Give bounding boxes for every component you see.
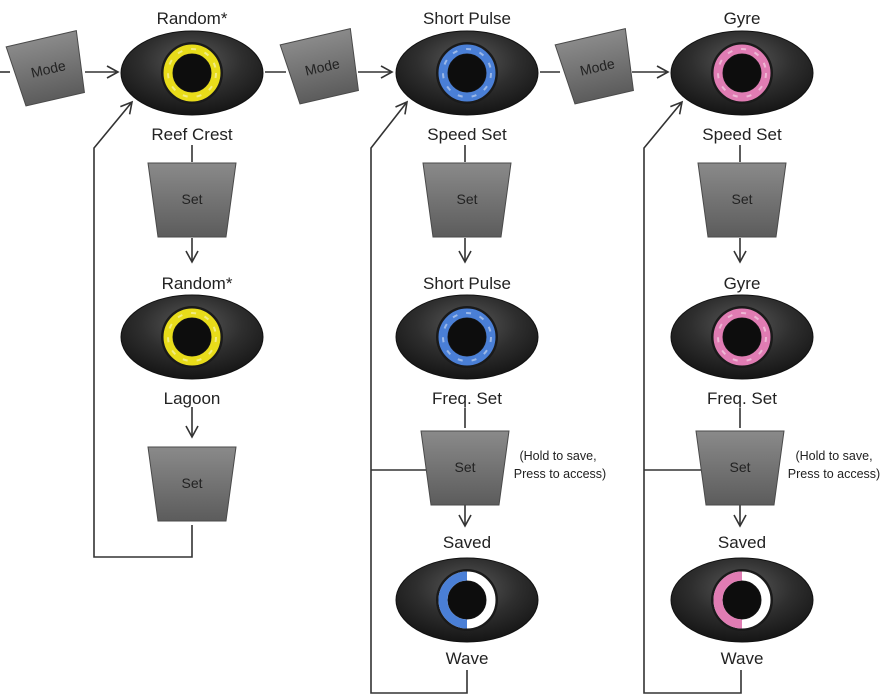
hold-note-line2: Press to access) (514, 467, 606, 481)
set-button[interactable]: Set (147, 162, 237, 238)
state-label-bottom: Wave (721, 649, 764, 668)
hold-note-line1: (Hold to save, (795, 449, 872, 463)
labels: Random* Reef Crest Random* Lagoon Short … (151, 9, 880, 668)
set-button-label: Set (181, 475, 202, 491)
mode-button[interactable]: Mode (554, 28, 639, 106)
set-button[interactable]: Set (697, 162, 787, 238)
hold-note-line2: Press to access) (788, 467, 880, 481)
controller-icon (395, 557, 539, 643)
set-label: Freq. Set (707, 389, 777, 408)
mode-button-label: Mode (29, 57, 67, 81)
set-button[interactable]: Set (422, 162, 512, 238)
controller-icon (395, 30, 539, 116)
saved-label: Saved (718, 533, 766, 552)
set-button-label: Set (181, 191, 202, 207)
controller-icon (120, 294, 264, 380)
set-button[interactable]: Set (695, 430, 785, 506)
set-button[interactable]: Set (420, 430, 510, 506)
saved-label: Saved (443, 533, 491, 552)
set-label: Speed Set (427, 125, 507, 144)
state-label-mid: Short Pulse (423, 274, 511, 293)
set-button-label: Set (729, 459, 750, 475)
mode-button[interactable]: Mode (279, 28, 364, 106)
state-label-mid: Gyre (724, 274, 761, 293)
state-label-top: Short Pulse (423, 9, 511, 28)
set-label: Lagoon (164, 389, 221, 408)
mode-button-label: Mode (303, 55, 341, 79)
mode-button[interactable]: Mode (5, 30, 90, 108)
mode-button-label: Mode (578, 55, 616, 79)
set-label: Reef Crest (151, 125, 233, 144)
state-label-top: Gyre (724, 9, 761, 28)
set-label: Speed Set (702, 125, 782, 144)
set-button[interactable]: Set (147, 446, 237, 522)
connector-lines (0, 65, 747, 694)
controller-icon (120, 30, 264, 116)
controllers (120, 30, 814, 643)
set-button-label: Set (454, 459, 475, 475)
controller-icon (670, 294, 814, 380)
state-label-top: Random* (157, 9, 228, 28)
hold-note-line1: (Hold to save, (519, 449, 596, 463)
controller-icon (670, 557, 814, 643)
controller-icon (670, 30, 814, 116)
set-button-label: Set (731, 191, 752, 207)
state-label-bottom: Wave (446, 649, 489, 668)
controller-icon (395, 294, 539, 380)
state-label-mid: Random* (162, 274, 233, 293)
set-button-label: Set (456, 191, 477, 207)
set-label: Freq. Set (432, 389, 502, 408)
